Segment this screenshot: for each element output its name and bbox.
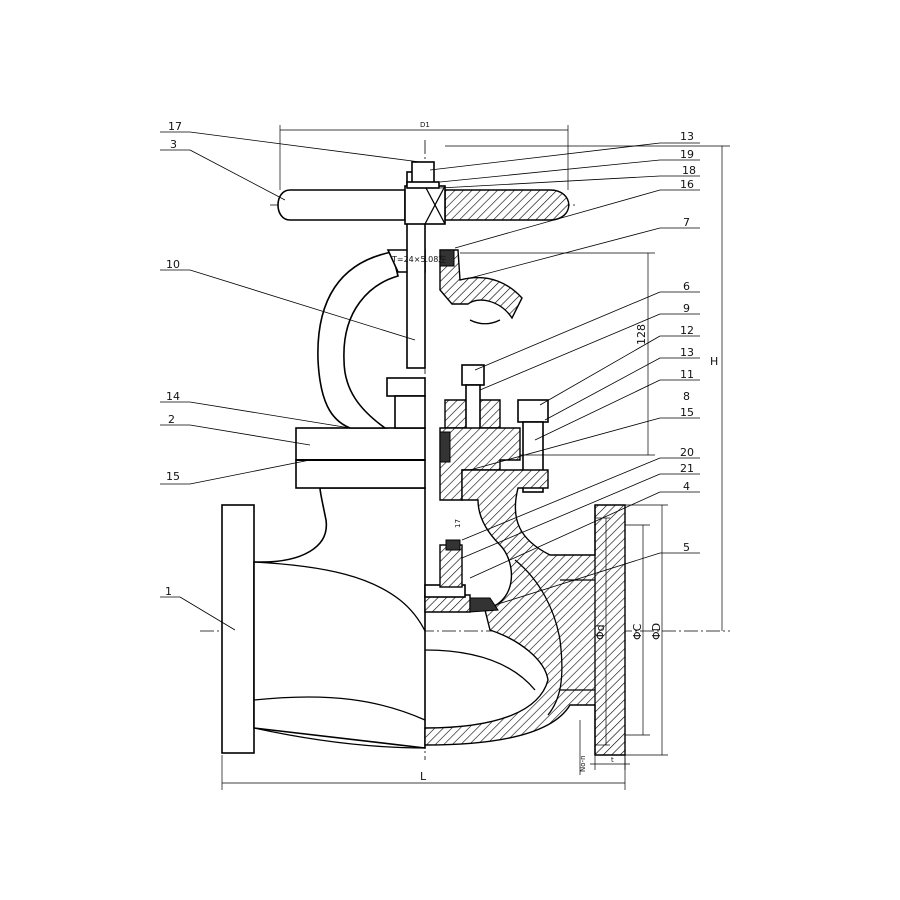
callout-21: 21 bbox=[680, 462, 694, 475]
dim-phi-C: ΦC bbox=[631, 623, 644, 640]
callout-19: 19 bbox=[680, 148, 694, 161]
inlet-flange bbox=[221, 504, 255, 754]
callout-13-top: 13 bbox=[680, 130, 694, 143]
dim-n-holes: No-n bbox=[579, 755, 587, 772]
callout-13-mid: 13 bbox=[680, 346, 694, 359]
callout-20: 20 bbox=[680, 446, 694, 459]
callout-8: 8 bbox=[683, 390, 690, 403]
dim-D1: D1 bbox=[420, 121, 430, 129]
dim-t: t bbox=[611, 756, 614, 764]
callout-15-left: 15 bbox=[166, 470, 180, 483]
dim-stroke: 128 bbox=[635, 324, 648, 345]
callout-14: 14 bbox=[166, 390, 180, 403]
callout-17-left: 17 bbox=[168, 120, 182, 133]
callout-18: 18 bbox=[682, 164, 696, 177]
dim-L: L bbox=[420, 770, 427, 783]
dim-17: 17 bbox=[454, 519, 462, 528]
dim-phi-D: ΦD bbox=[650, 623, 663, 640]
stem bbox=[406, 217, 426, 369]
stem-neck bbox=[394, 395, 426, 429]
yoke-arm bbox=[317, 251, 399, 429]
thread-spec: T=24×5.08左 bbox=[391, 254, 446, 264]
body-outline bbox=[253, 487, 426, 749]
callout-1: 1 bbox=[165, 585, 172, 598]
callout-2: 2 bbox=[168, 413, 175, 426]
callout-4: 4 bbox=[683, 480, 690, 493]
callout-6: 6 bbox=[683, 280, 690, 293]
callout-12: 12 bbox=[680, 324, 694, 337]
callout-7: 7 bbox=[683, 216, 690, 229]
callout-11: 11 bbox=[680, 368, 694, 381]
valve-body-section bbox=[424, 249, 626, 756]
dim-phi-d: Φd bbox=[594, 624, 607, 640]
handwheel bbox=[277, 161, 570, 225]
callout-10: 10 bbox=[166, 258, 180, 271]
body-flange bbox=[295, 459, 426, 489]
callout-labels: 17 3 10 14 2 15 1 13 19 18 16 7 6 9 12 1… bbox=[165, 120, 696, 598]
callout-5: 5 bbox=[683, 541, 690, 554]
callout-9: 9 bbox=[683, 302, 690, 315]
callout-3: 3 bbox=[170, 138, 177, 151]
leader-lines bbox=[160, 131, 700, 631]
body-wall-section bbox=[424, 469, 626, 756]
callout-15-right: 15 bbox=[680, 406, 694, 419]
dim-H: H bbox=[710, 355, 718, 368]
callout-16: 16 bbox=[680, 178, 694, 191]
bonnet-flange bbox=[295, 427, 426, 461]
yoke-section bbox=[439, 249, 523, 320]
stem-collar bbox=[386, 377, 426, 397]
